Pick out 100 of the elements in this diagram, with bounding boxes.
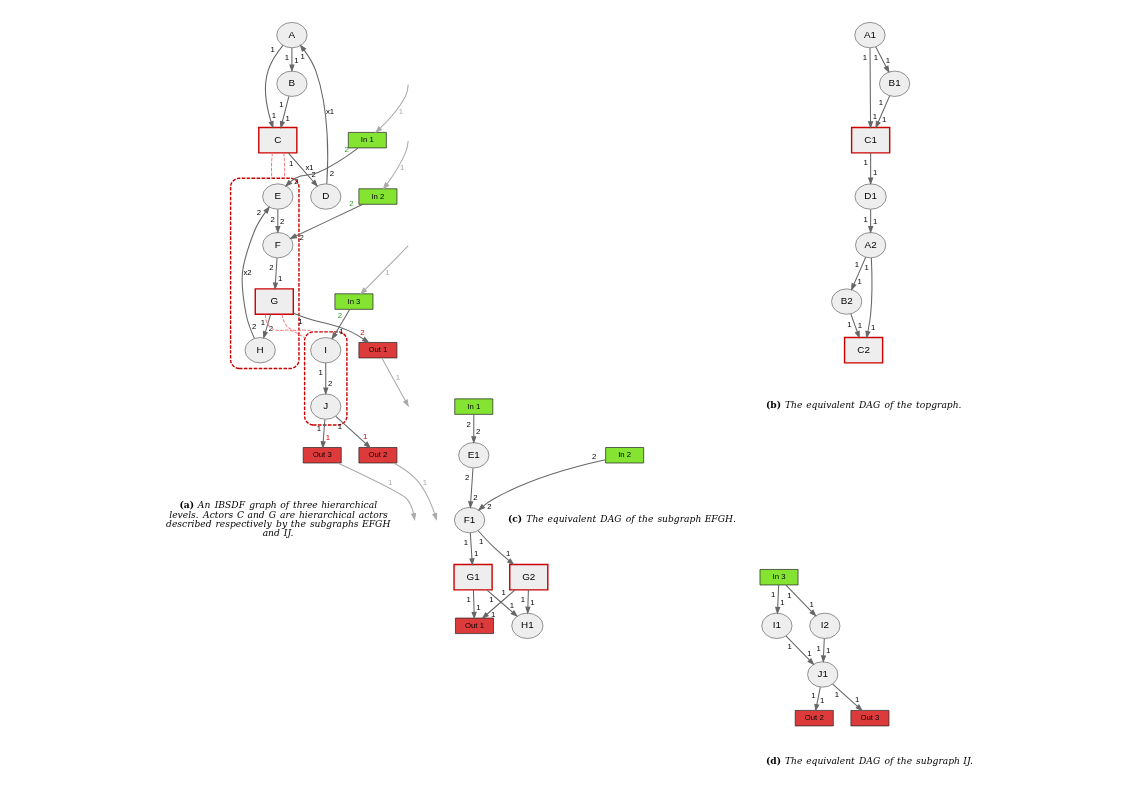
label: 2: [329, 168, 334, 178]
label: 1: [337, 421, 343, 431]
arrow: [331, 308, 351, 340]
label: 1: [294, 55, 299, 65]
label: 1: [807, 648, 812, 658]
edge-label: 1: [400, 163, 405, 173]
arrow: [272, 257, 279, 291]
label: 1: [871, 323, 876, 333]
label: 1: [260, 317, 266, 327]
label: 1: [478, 536, 484, 546]
label: 2: [473, 492, 478, 502]
edge-label: 1: [395, 373, 401, 383]
edge-label: x1: [305, 163, 314, 173]
arrow: [785, 635, 815, 666]
label: 1: [325, 432, 331, 442]
node-box: Out 1: [358, 342, 398, 359]
node-box: G1: [453, 563, 493, 591]
arrow: [359, 245, 409, 295]
label: 1: [285, 113, 290, 123]
label: 1: [787, 590, 792, 600]
label: 2: [349, 199, 354, 209]
label: 2: [268, 324, 274, 334]
label: (c) The equivalent DAG of the subgraph EFGH.: [507, 512, 736, 524]
node-ellipse: I: [310, 337, 342, 364]
label: 1: [279, 100, 284, 110]
label: 1: [289, 158, 294, 168]
arrow: [289, 47, 295, 73]
label: 2: [465, 473, 470, 483]
arrow: [469, 532, 475, 567]
node-ellipse: A1: [854, 22, 886, 49]
node-box: In 3: [759, 569, 799, 586]
label: 1: [857, 277, 862, 286]
arrow: [287, 152, 319, 188]
node-ellipse: F1: [454, 507, 486, 534]
label: 1: [780, 598, 785, 608]
label: 2: [360, 327, 365, 337]
node-box: C: [258, 126, 298, 154]
arrow: [471, 413, 477, 445]
arrow: [477, 459, 606, 511]
label: 1: [509, 600, 515, 610]
node-ellipse: A: [276, 22, 308, 49]
label: 1: [816, 643, 821, 653]
node-box: Out 3: [302, 447, 342, 464]
label: 2: [466, 419, 471, 429]
label: 1: [363, 431, 368, 441]
label: 2: [270, 214, 275, 224]
label: 1: [885, 55, 891, 65]
label: 1: [834, 689, 839, 699]
arrow: [867, 47, 874, 130]
label: 1: [300, 51, 305, 61]
label: (d) The equivalent DAG of the subgraph IJ.: [765, 754, 973, 766]
label: 2: [344, 145, 349, 155]
node-box: Out 1: [455, 617, 494, 634]
label: 2: [337, 310, 343, 320]
connector: [270, 152, 273, 179]
label: 1: [819, 696, 825, 706]
edge-label: 1: [398, 106, 403, 116]
connector: [283, 152, 286, 179]
label: 1: [872, 168, 878, 178]
label: (a) An IBSDF graph of three hierarchical levels. Actors C and G are hierarchical actors described respectively by the subgraphs EFGH and IJ.: [166, 499, 391, 538]
label: 1: [271, 111, 277, 121]
arrow: [289, 203, 364, 240]
edge-label: x2: [243, 268, 252, 278]
label: 1: [489, 595, 494, 605]
label: 1: [270, 45, 275, 55]
arrow: [299, 44, 329, 185]
node-ellipse: J1: [807, 661, 839, 688]
label: 1: [298, 316, 303, 326]
label: 1: [847, 320, 852, 330]
node-box: In 3: [334, 293, 374, 310]
label: 2: [269, 262, 274, 272]
label: 1: [473, 548, 479, 558]
label: 1: [873, 53, 879, 63]
label: 2: [311, 170, 316, 180]
label: 2: [487, 501, 492, 511]
arrow: [292, 312, 370, 344]
arrow: [832, 683, 863, 712]
arrow: [525, 589, 531, 615]
node-ellipse: B2: [831, 288, 863, 315]
node-box: In 1: [454, 398, 494, 415]
arrow: [279, 95, 290, 129]
node-box: G2: [509, 563, 549, 591]
arrow: [775, 584, 781, 615]
label: 1: [466, 595, 471, 605]
arrow: [468, 467, 474, 509]
arrow: [867, 152, 874, 186]
node-ellipse: B1: [879, 70, 911, 97]
node-ellipse: J: [310, 393, 342, 420]
label: 1: [506, 549, 511, 558]
node-box: Out 2: [358, 447, 398, 464]
arrow: [785, 584, 817, 617]
node-ellipse: F: [262, 232, 294, 259]
arrow: [851, 256, 867, 291]
node-box: Out 2: [794, 710, 834, 727]
node-ellipse: I2: [809, 612, 841, 639]
node-ellipse: B: [276, 70, 308, 97]
node-ellipse: H: [244, 337, 276, 364]
edge-label: x1: [325, 106, 335, 116]
label: 1: [863, 158, 868, 168]
label: 1: [787, 641, 792, 651]
